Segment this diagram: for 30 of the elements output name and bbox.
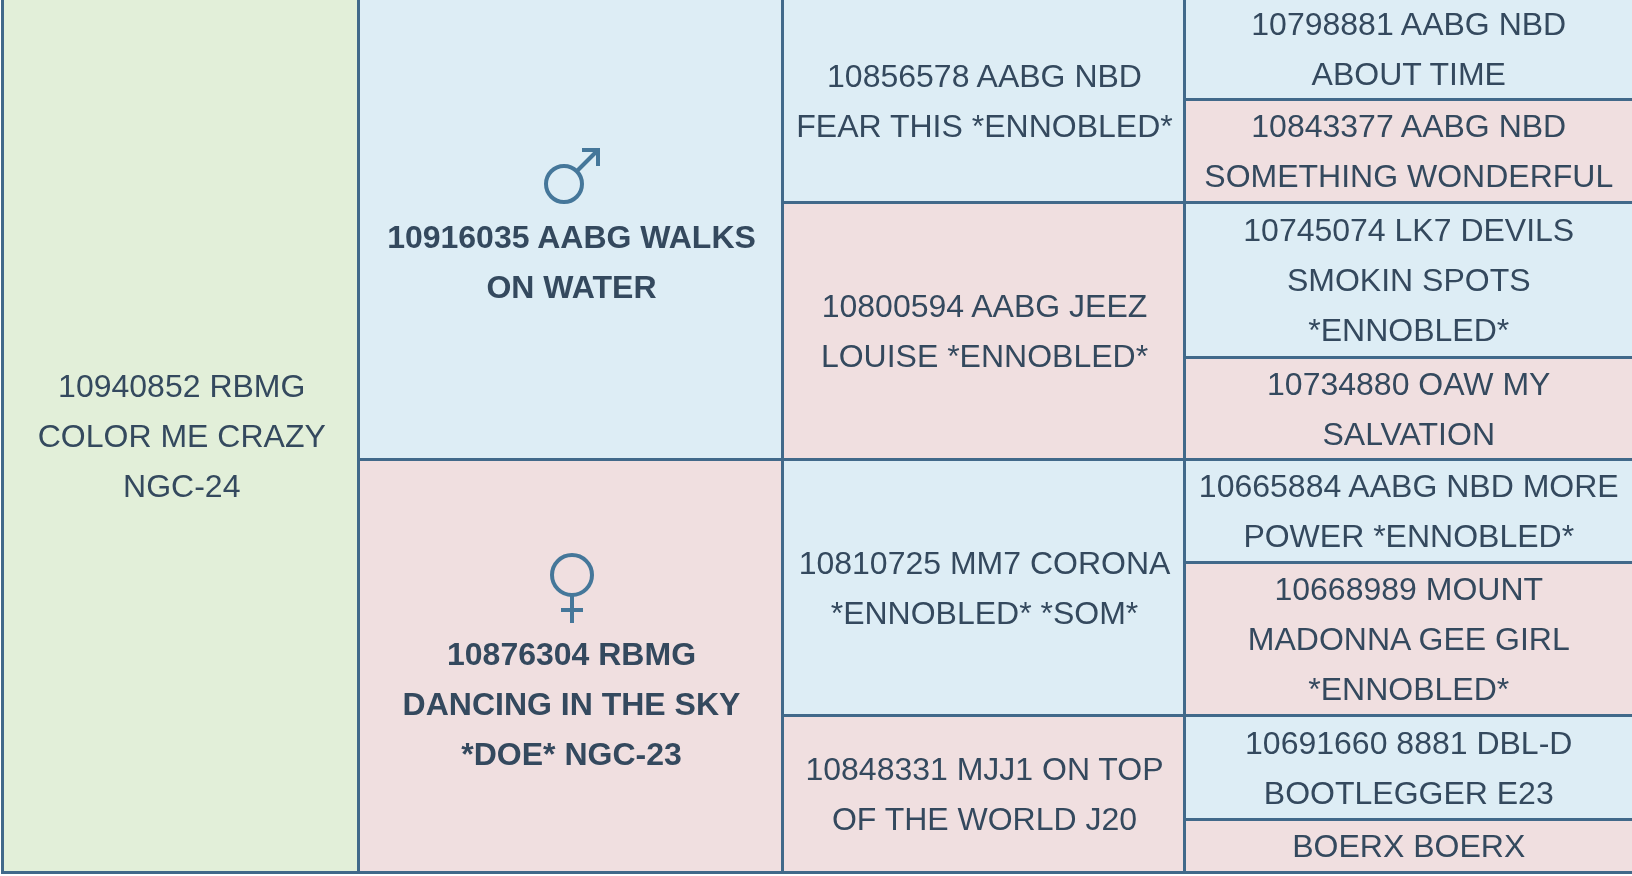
pedigree-cell: [780, 461, 1186, 717]
pedigree-cell: [1182, 204, 1632, 359]
animal-name: 10843377 AABG NBD SOMETHING WONDERFUL: [1203, 107, 1615, 196]
pedigree-cell: [780, 717, 1186, 874]
animal-name: 10668989 MOUNT MADONNA GEE GIRL *ENNOBLED*: [1246, 570, 1571, 709]
pedigree-cell: [356, 461, 784, 874]
animal-name: 10810725 MM7 CORONA *ENNOBLED* *SOM*: [797, 543, 1172, 633]
pedigree-cell: [1182, 101, 1632, 204]
animal-name: 10940852 RBMG COLOR ME CRAZY NGC-24: [36, 366, 327, 506]
pedigree-cell: [1182, 461, 1632, 564]
animal-name: BOERX BOERX: [1292, 827, 1526, 866]
pedigree-cell: [1182, 359, 1632, 461]
animal-name: 10798881 AABG NBD ABOUT TIME: [1250, 5, 1568, 94]
pedigree-cell: [1, 0, 360, 874]
animal-name: 10856578 AABG NBD FEAR THIS *ENNOBLED*: [795, 56, 1174, 146]
pedigree-cell: [1182, 0, 1632, 101]
pedigree-cell: [1182, 717, 1632, 821]
pedigree-cell: [1182, 821, 1632, 874]
animal-name: 10745074 LK7 DEVILS SMOKIN SPOTS *ENNOBLED*: [1242, 211, 1576, 350]
animal-name: 10876304 RBMG DANCING IN THE SKY *DOE* NGC-23: [401, 635, 742, 774]
animal-name: 10848331 MJJ1 ON TOP OF THE WORLD J20: [804, 750, 1165, 839]
animal-name: 10800594 AABG JEEZ LOUISE *ENNOBLED*: [819, 287, 1150, 376]
pedigree-cell: [780, 0, 1186, 204]
animal-name: 10665884 AABG NBD MORE POWER *ENNOBLED*: [1197, 467, 1620, 556]
animal-name: 10916035 AABG WALKS ON WATER: [386, 218, 757, 307]
animal-name: 10691660 8881 DBL-D BOOTLEGGER E23: [1244, 723, 1574, 813]
pedigree-cell: [1182, 564, 1632, 717]
pedigree-cell: [780, 204, 1186, 461]
animal-name: 10734880 OAW MY SALVATION: [1266, 364, 1552, 454]
pedigree-cell: [356, 0, 784, 461]
